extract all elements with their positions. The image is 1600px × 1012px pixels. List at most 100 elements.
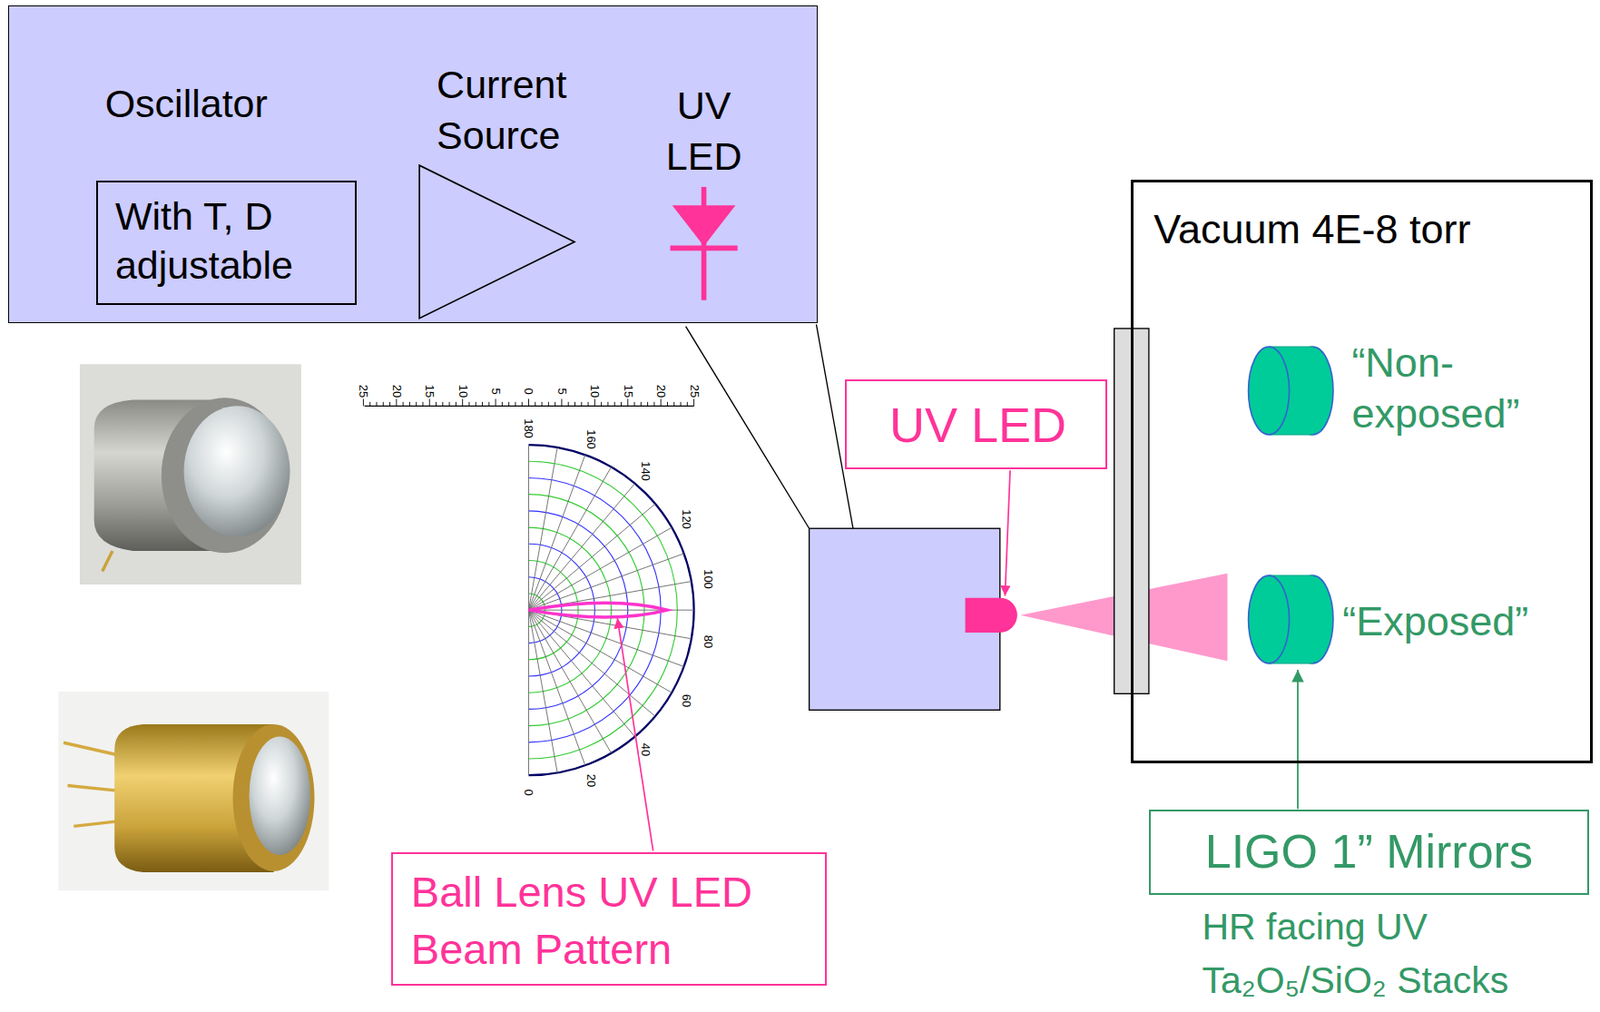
ruler-number: 5 bbox=[489, 386, 501, 395]
polar-radial bbox=[529, 447, 559, 610]
mirror-callout: LIGO 1” MirrorsHR facing UV Ta₂O₅/SiO₂ S… bbox=[1148, 809, 1590, 1012]
polar-radial bbox=[529, 483, 636, 610]
ruler-tick bbox=[514, 402, 516, 406]
ruler-tick bbox=[607, 402, 609, 406]
ruler-number: 20 bbox=[390, 382, 403, 398]
polar-radial bbox=[529, 609, 612, 754]
angle-number: 180 bbox=[522, 417, 535, 440]
angle-number: 160 bbox=[584, 428, 597, 451]
ruler-tick bbox=[429, 398, 431, 406]
ruler-number: 5 bbox=[555, 386, 568, 395]
ruler-number: 0 bbox=[522, 386, 535, 395]
callout-box: UV LED bbox=[844, 379, 1108, 470]
ruler bbox=[364, 405, 695, 407]
ruler-tick bbox=[521, 402, 523, 406]
ruler-tick bbox=[673, 402, 675, 406]
chamber-label: Vacuum 4E-8 torr bbox=[1153, 205, 1588, 255]
block-title: Current Source bbox=[436, 59, 576, 162]
angle-number: 100 bbox=[701, 568, 714, 590]
ruler-tick bbox=[560, 398, 562, 406]
ruler-tick bbox=[574, 402, 576, 406]
ruler-tick bbox=[382, 402, 384, 406]
ruler-number: 15 bbox=[423, 382, 436, 398]
leader-line bbox=[1004, 470, 1011, 596]
connector-arrow bbox=[1296, 669, 1299, 809]
ruler-tick bbox=[375, 402, 377, 406]
angle-number: 0 bbox=[522, 787, 535, 796]
led-photo-gold bbox=[58, 691, 329, 891]
ruler-tick bbox=[653, 402, 655, 406]
angle-number: 140 bbox=[639, 460, 652, 482]
mirror-non-exposed: “Non- exposed” bbox=[1243, 337, 1581, 444]
ruler-tick bbox=[402, 402, 404, 406]
ruler-tick bbox=[580, 402, 582, 406]
vacuum-chamber: Vacuum 4E-8 torr “Non- exposed” “Exposed” bbox=[1130, 179, 1593, 764]
oscillator-block: OscillatorWith T, D adjustable bbox=[96, 80, 358, 305]
beam-pattern bbox=[529, 602, 668, 618]
callout-text: Ball Lens UV LED Beam Pattern bbox=[411, 863, 825, 979]
amplifier-triangle bbox=[418, 164, 576, 320]
ruler-tick bbox=[369, 402, 371, 406]
ruler-tick bbox=[501, 402, 503, 406]
ruler-tick bbox=[647, 402, 648, 406]
ruler-tick bbox=[640, 402, 642, 406]
ruler-tick bbox=[620, 402, 622, 406]
ruler-tick bbox=[687, 402, 688, 406]
ruler-tick bbox=[415, 402, 417, 406]
leader-line bbox=[617, 618, 653, 851]
ruler-tick bbox=[389, 402, 391, 406]
ruler-tick bbox=[634, 402, 636, 406]
block-title: Oscillator bbox=[105, 80, 351, 128]
ruler-tick bbox=[568, 402, 570, 406]
zoom-line bbox=[686, 326, 810, 530]
mirror-label: “Exposed” bbox=[1342, 597, 1572, 647]
angle-number: 120 bbox=[679, 508, 692, 531]
callout-box: Ball Lens UV LED Beam Pattern bbox=[391, 852, 827, 986]
ruler-tick bbox=[693, 398, 695, 406]
ruler-tick bbox=[495, 398, 497, 406]
ruler-tick bbox=[541, 402, 543, 406]
ruler-number: 10 bbox=[456, 382, 469, 398]
ruler-tick bbox=[475, 402, 477, 406]
ruler-number: 10 bbox=[588, 382, 601, 398]
ruler-tick bbox=[667, 402, 668, 406]
ruler-number: 20 bbox=[655, 382, 668, 398]
callout-text: LIGO 1” Mirrors bbox=[1148, 823, 1590, 880]
mirror-cylinder bbox=[1243, 345, 1337, 436]
polar-radial bbox=[529, 527, 673, 610]
uv-led bbox=[965, 598, 1018, 633]
ruler-tick bbox=[680, 402, 682, 406]
ruler-tick bbox=[660, 398, 662, 406]
ruler-tick bbox=[528, 398, 530, 406]
ruler-number: 25 bbox=[357, 382, 370, 398]
driver-panel: OscillatorWith T, D adjustable Current So… bbox=[8, 5, 818, 324]
polar-ring bbox=[529, 444, 695, 776]
mirror-cylinder bbox=[1243, 574, 1337, 665]
block-title: UV LED bbox=[633, 80, 775, 183]
ruler-tick bbox=[594, 398, 596, 406]
ruler-tick bbox=[395, 398, 397, 406]
ruler-tick bbox=[508, 402, 510, 406]
angle-number: 20 bbox=[584, 773, 597, 788]
angle-number: 80 bbox=[701, 634, 714, 649]
ruler-tick bbox=[588, 402, 589, 406]
ruler-tick bbox=[363, 398, 364, 406]
ruler-tick bbox=[548, 402, 550, 406]
ruler-number: 25 bbox=[687, 382, 700, 398]
uv-led-symbol: UV LED bbox=[633, 80, 775, 305]
ruler-tick bbox=[435, 402, 437, 406]
angle-number: 60 bbox=[679, 693, 692, 708]
ruler-tick bbox=[600, 402, 602, 406]
ruler-tick bbox=[455, 402, 457, 406]
ruler-tick bbox=[422, 402, 423, 406]
ruler-tick bbox=[449, 402, 451, 406]
ruler-tick bbox=[554, 402, 556, 406]
ruler-tick bbox=[461, 398, 463, 406]
mirror-exposed: “Exposed” bbox=[1243, 569, 1581, 670]
block-text: With T, D adjustable bbox=[115, 192, 353, 291]
polar-radial bbox=[528, 444, 530, 610]
ruler-number: 15 bbox=[621, 382, 634, 398]
